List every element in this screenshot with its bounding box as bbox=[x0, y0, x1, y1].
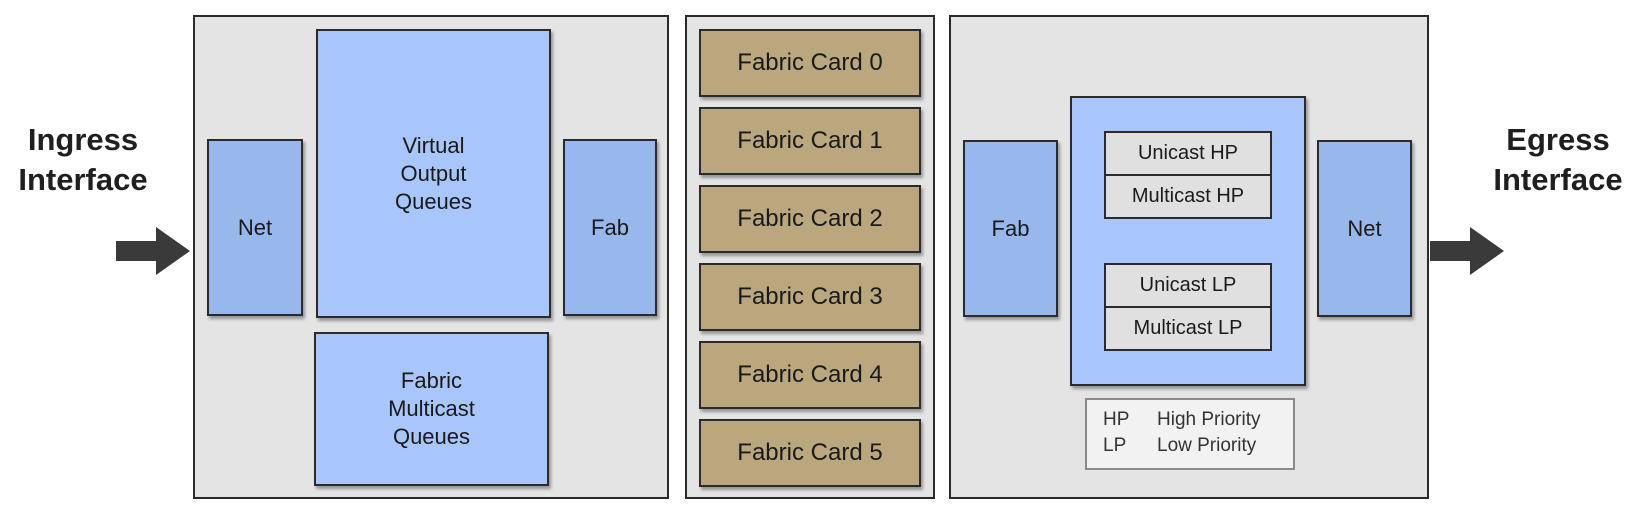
legend-value-hp: High Priority bbox=[1157, 409, 1261, 430]
ingress-arrow-icon bbox=[116, 227, 190, 275]
fabric-card-4: Fabric Card 4 bbox=[699, 341, 921, 409]
fabric-card-0: Fabric Card 0 bbox=[699, 29, 921, 97]
egress-arrow-icon bbox=[1430, 227, 1504, 275]
legend-row-lp: LP Low Priority bbox=[1103, 435, 1293, 461]
legend-value-lp: Low Priority bbox=[1157, 435, 1257, 456]
egress-fab-block: Fab bbox=[963, 140, 1058, 317]
multicast-hp-queue: Multicast HP bbox=[1104, 174, 1272, 219]
fabric-card-1: Fabric Card 1 bbox=[699, 107, 921, 175]
priority-legend: HP High Priority LP Low Priority bbox=[1085, 398, 1295, 470]
ingress-fab-block: Fab bbox=[563, 139, 657, 316]
unicast-lp-queue: Unicast LP bbox=[1104, 263, 1272, 308]
legend-key-lp: LP bbox=[1103, 435, 1127, 456]
egress-net-block: Net bbox=[1317, 140, 1412, 317]
unicast-hp-queue: Unicast HP bbox=[1104, 131, 1272, 176]
fabric-card-2: Fabric Card 2 bbox=[699, 185, 921, 253]
fabric-card-5: Fabric Card 5 bbox=[699, 419, 921, 487]
fabric-multicast-queues-block: Fabric Multicast Queues bbox=[314, 332, 549, 486]
ingress-net-block: Net bbox=[207, 139, 303, 316]
legend-key-hp: HP bbox=[1103, 409, 1130, 430]
egress-interface-label: Egress Interface bbox=[1493, 122, 1623, 197]
ingress-interface-label: Ingress Interface bbox=[18, 122, 148, 197]
fabric-card-3: Fabric Card 3 bbox=[699, 263, 921, 331]
legend-row-hp: HP High Priority bbox=[1103, 409, 1293, 435]
virtual-output-queues-block: Virtual Output Queues bbox=[316, 29, 551, 318]
multicast-lp-queue: Multicast LP bbox=[1104, 306, 1272, 351]
